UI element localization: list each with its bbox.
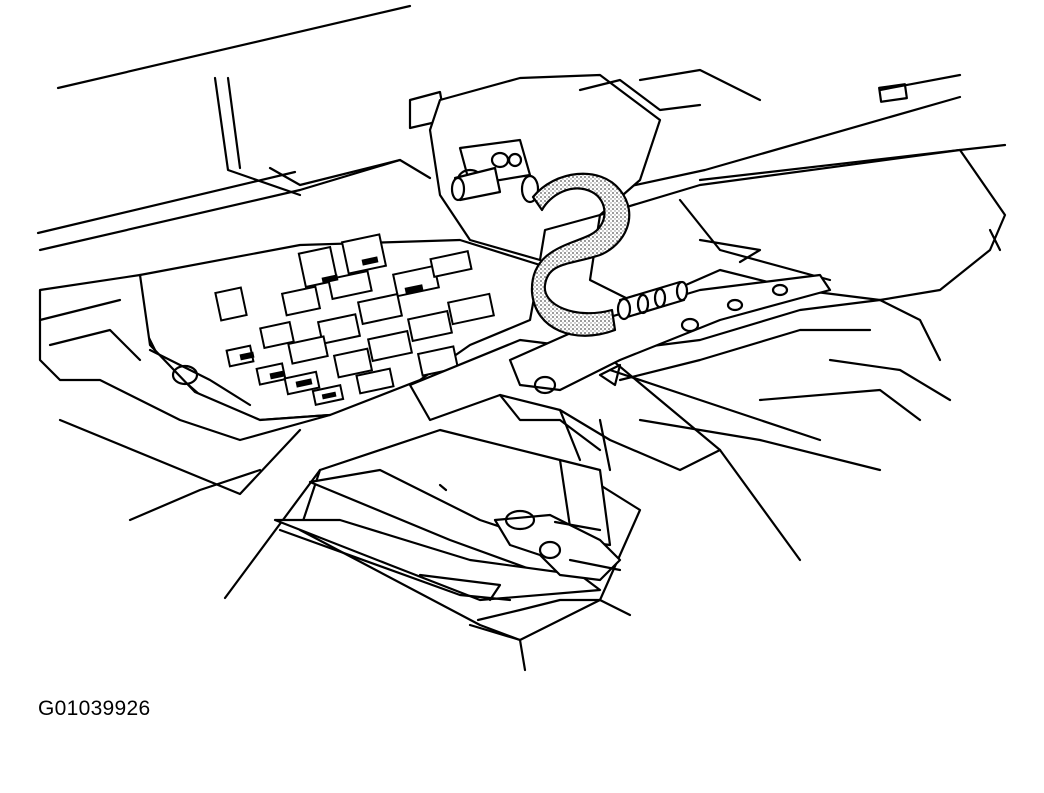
right-floor-panel [588,148,1007,362]
left-bracket [213,76,447,197]
figure-id-label: G01039926 [38,697,151,720]
skid-plate-slots [214,233,496,406]
heater-hose [530,172,631,337]
pipe-clamp [493,458,622,582]
skid-plate [138,233,542,422]
left-lower-structure [38,273,332,496]
rear-lower-rails [128,358,952,600]
hose-fittings [450,166,689,321]
